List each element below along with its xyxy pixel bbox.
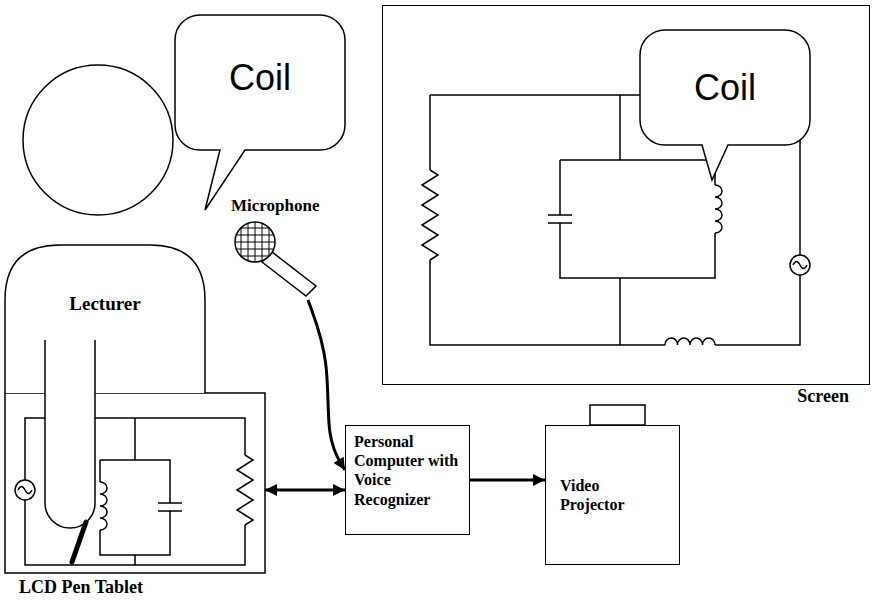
tablet-outline: [5, 393, 265, 573]
device-label: Screen: [797, 386, 849, 407]
lecturer-body: [5, 245, 205, 393]
projector-box: Video Projector: [545, 425, 680, 565]
device-label: LCD Pen Tablet: [19, 577, 143, 598]
capacitor-symbol: [548, 215, 572, 223]
ac-source-symbol: [793, 262, 807, 269]
process-box: Personal Computer with Voice Recognizer: [345, 425, 470, 535]
device-label: Microphone: [228, 196, 328, 216]
speech-bubble: Coil: [640, 30, 810, 145]
signal-arrow: [265, 489, 345, 492]
projector-lens: [590, 405, 645, 425]
figure-label: Lecturer: [5, 293, 205, 315]
screen-frame: ScreenCoil: [382, 5, 870, 385]
resistor-symbol: [422, 170, 438, 260]
circuit-wire: [100, 418, 170, 565]
ac-source-symbol: [15, 480, 35, 500]
ac-source-symbol: [790, 255, 810, 275]
pen-tablet: LCD Pen Tablet: [5, 393, 265, 573]
resistor-symbol: [237, 455, 253, 525]
ac-source-symbol: [18, 487, 32, 494]
signal-arrow: [308, 300, 345, 470]
coil-symbol: [715, 185, 722, 233]
coil-symbol: [100, 482, 107, 530]
capacitor-symbol: [158, 503, 182, 511]
box-label: Personal Computer with Voice Recognizer: [346, 426, 469, 515]
speech-bubble: Coil: [175, 15, 345, 150]
coil-symbol: [665, 338, 715, 345]
speech-text: Coil: [229, 57, 291, 99]
lecturer-head: [23, 65, 173, 215]
box-label: Video Projector: [546, 476, 650, 514]
microphone: Microphone: [228, 196, 328, 300]
speech-text: Coil: [694, 67, 756, 109]
microphone-icon: [233, 220, 316, 296]
lecturer-figure: Lecturer: [5, 245, 205, 393]
lecturer-arm: [45, 340, 95, 528]
signal-arrow: [470, 479, 545, 482]
pen: [72, 522, 86, 562]
